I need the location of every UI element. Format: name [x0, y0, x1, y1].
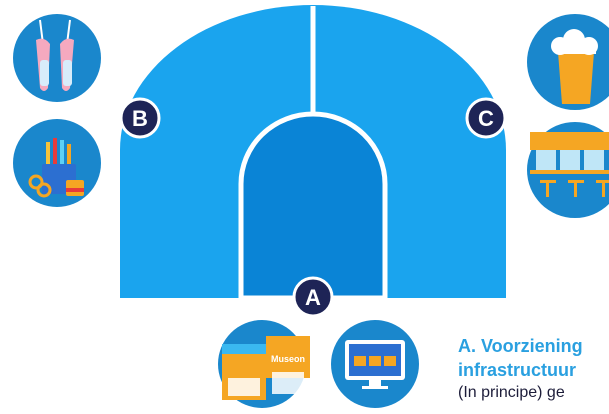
cafe-terrace-icon: [527, 122, 609, 218]
museum-building-icon: Museon: [218, 320, 310, 408]
ballet-shoes-icon: [13, 14, 101, 102]
caption: A. Voorziening infrastructuur (In princi…: [458, 334, 609, 404]
museum-sign: Museon: [271, 354, 305, 364]
art-supplies-icon: [13, 119, 101, 207]
badge-b-label: B: [132, 106, 148, 131]
caption-body: (In principe) ge: [458, 384, 565, 401]
badge-c: C: [465, 97, 507, 139]
beer-glass-icon: [527, 14, 609, 110]
inner-arch: [238, 111, 388, 301]
badge-a-label: A: [305, 285, 321, 310]
badge-c-label: C: [478, 106, 494, 131]
computer-archive-icon: [331, 320, 419, 408]
caption-title-line2: infrastructuur: [458, 360, 577, 380]
caption-title-line1: A. Voorziening: [458, 336, 583, 356]
badge-b: B: [119, 97, 161, 139]
badge-a: A: [292, 276, 334, 318]
